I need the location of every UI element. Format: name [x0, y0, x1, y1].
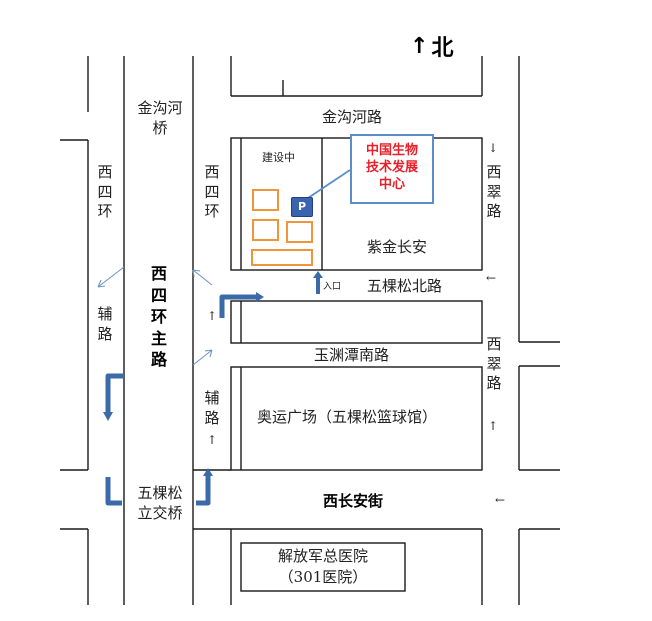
route-arrow-head — [103, 412, 113, 421]
callout-line-2: 技术发展 — [365, 160, 418, 175]
road-label-wukesong-north: 五棵松北路 — [367, 277, 443, 295]
arrow-left-xichangan: ← — [495, 493, 506, 507]
route-arrow-head — [203, 468, 213, 476]
road-label-fulu-right: 辅路 — [204, 389, 220, 427]
callout-pointer — [304, 169, 351, 201]
route-arrow-turn-right — [219, 294, 256, 318]
label-entrance: 入口 — [323, 282, 342, 292]
building-footprint — [252, 219, 279, 241]
entrance-arrow-head — [313, 271, 323, 278]
road-label-fulu-left: 辅路 — [97, 305, 113, 343]
building-footprint — [286, 221, 313, 243]
north-arrow-icon: ↑ — [410, 33, 429, 59]
north-label: 北 — [431, 36, 454, 61]
road-label-xichangan: 西长安街 — [323, 492, 384, 510]
arrow-down-xicui: ↓ — [488, 141, 499, 155]
road-label-jingouhe-bridge: 金沟河桥 — [137, 99, 183, 138]
road-label-xisihuan-main: 西四环主路 — [150, 264, 167, 370]
building-footprint — [252, 189, 279, 211]
slip-arrow-lower-right — [192, 349, 213, 366]
callout-destination: 中国生物 技术发展 中心 — [350, 134, 434, 204]
arrow-left-wukesong: ← — [486, 271, 497, 285]
route-arrow-right-bottom — [196, 476, 211, 506]
building-footprint — [251, 249, 313, 266]
label-hospital-line1: 解放军总医院 — [277, 547, 368, 565]
road-label-xicui-bottom: 西翠路 — [486, 335, 502, 392]
road-label-xicui-top: 西翠路 — [486, 163, 502, 220]
block-olympic — [230, 366, 483, 471]
slip-arrow-upper-right — [192, 269, 213, 286]
label-construction: 建设中 — [262, 151, 295, 164]
road-label-xisihuan-left: 西四环 — [97, 163, 113, 220]
road-label-yuyuantan-south: 玉渊潭南路 — [314, 346, 390, 364]
callout-line-3: 中心 — [378, 177, 405, 192]
north-compass: ↑ 北 — [410, 30, 453, 62]
slip-arrow-left — [97, 266, 125, 288]
label-olympic-plaza: 奥运广场（五棵松篮球馆） — [257, 408, 438, 426]
label-hospital-line2: （301医院） — [278, 568, 368, 586]
route-arrow-left-bottom — [105, 477, 122, 506]
callout-line-1: 中国生物 — [365, 143, 418, 158]
entrance-arrow-shaft — [316, 276, 320, 294]
road-label-wukesong-interchange: 五棵松立交桥 — [137, 484, 183, 523]
arrow-up-fulu-lower: ↑ — [207, 433, 218, 447]
parking-icon: P — [291, 197, 313, 217]
arrow-up-xicui: ↑ — [488, 419, 499, 433]
block-hospital — [240, 542, 406, 592]
route-arrow-down-left — [105, 373, 124, 412]
road-label-xisihuan-right: 西四环 — [204, 163, 220, 220]
route-arrow-head — [256, 292, 264, 302]
road-label-jingouhe: 金沟河路 — [322, 108, 383, 126]
arrow-up-fulu: ↑ — [207, 309, 218, 323]
label-zijin-changan: 紫金长安 — [367, 238, 428, 256]
block-middle — [230, 300, 483, 344]
